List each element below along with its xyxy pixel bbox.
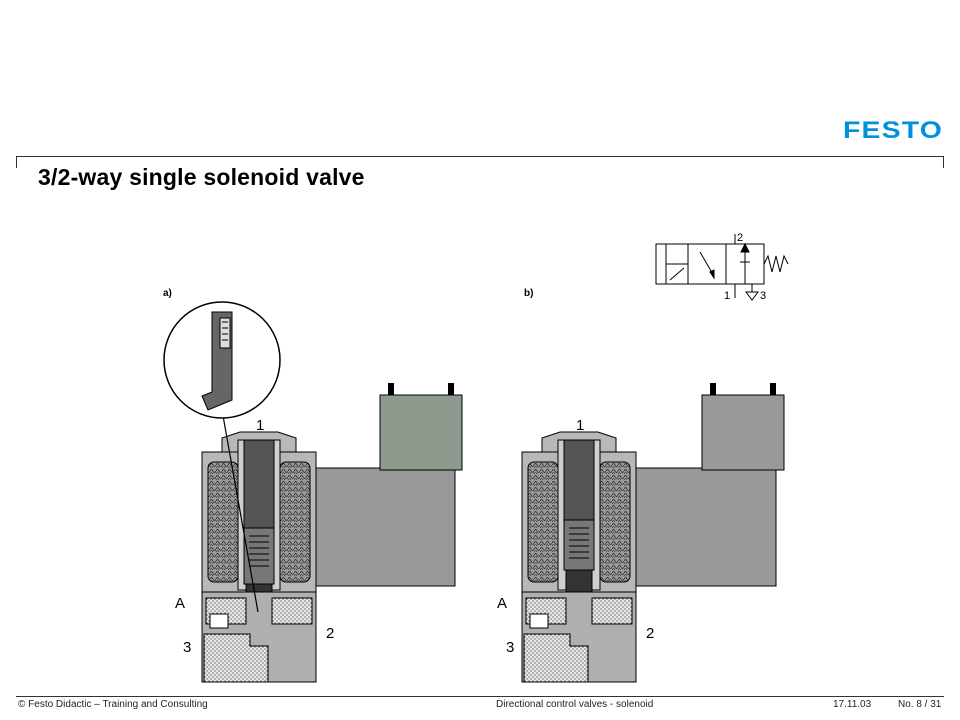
symbol-port-1-label: 1 [724,290,730,302]
valve-a-port-chamber-right [271,597,313,625]
footer-copyright: © Festo Didactic – Training and Consulti… [18,699,208,710]
valve-a-coil-left [207,461,239,583]
valve-b-coil-right [599,461,631,583]
valve-a-pin-left [388,383,394,395]
valve-b-pin-left [710,383,716,395]
valve-a-exhaust-channel [203,633,269,683]
symbol-exhaust-triangle [745,291,759,301]
valve-b-port-2-label: 2 [646,625,654,642]
valve-b-pin-right [770,383,776,395]
valve-a-plug [379,394,463,471]
footer-rule [16,696,944,697]
header-rule [16,156,944,157]
valve-b-core-fixed [563,439,595,521]
header-rule-right-tick [943,156,944,168]
valve-a-manual-override [209,613,229,629]
valve-a-port-2-label: 2 [326,625,334,642]
valve-a-pin-right [448,383,454,395]
label-b: b) [524,288,533,299]
valve-a-port-3-label: 3 [183,639,191,656]
festo-logo: FESTO [843,118,943,142]
valve-b-manual-override [529,613,549,629]
symbol-port-2-label: 2 [737,232,743,244]
valve-b-plug [701,394,785,471]
valve-b-exhaust-channel [523,633,589,683]
footer-topic: Directional control valves - solenoid [496,699,654,710]
valve-b-port-1-label: 1 [576,417,584,434]
valve-a-core-fixed [243,439,275,531]
valve-a-magnified-spring [219,317,231,349]
valve-a-spring [249,535,269,567]
festo-logo-text: FESTO [843,118,943,142]
valve-b [521,383,785,683]
symbol-spring [763,254,789,273]
valve-b-port-a-label: A [497,595,507,612]
valve-a-connector-housing [314,467,456,587]
valve-a-port-a-label: A [175,595,185,612]
valve-b-port-3-label: 3 [506,639,514,656]
valve-a-coil-right [279,461,311,583]
valve-b-coil-left [527,461,559,583]
valve-a-armature [243,527,275,585]
valve-a-port-1-label: 1 [256,417,264,434]
valve-b-spring [569,527,589,559]
valve-a-magnifier-leader [221,409,259,613]
valve-b-port-chamber-right [591,597,633,625]
valve-b-connector-housing [635,467,777,587]
label-a: a) [163,288,172,299]
page-title: 3/2-way single solenoid valve [38,164,365,190]
footer-date: 17.11.03 [833,699,872,710]
header-rule-left-tick [16,156,17,168]
valve-a [163,301,463,683]
valve-symbol [655,234,789,301]
footer-page-number: No. 8 / 31 [898,699,942,710]
symbol-port-3-label: 3 [760,290,766,302]
